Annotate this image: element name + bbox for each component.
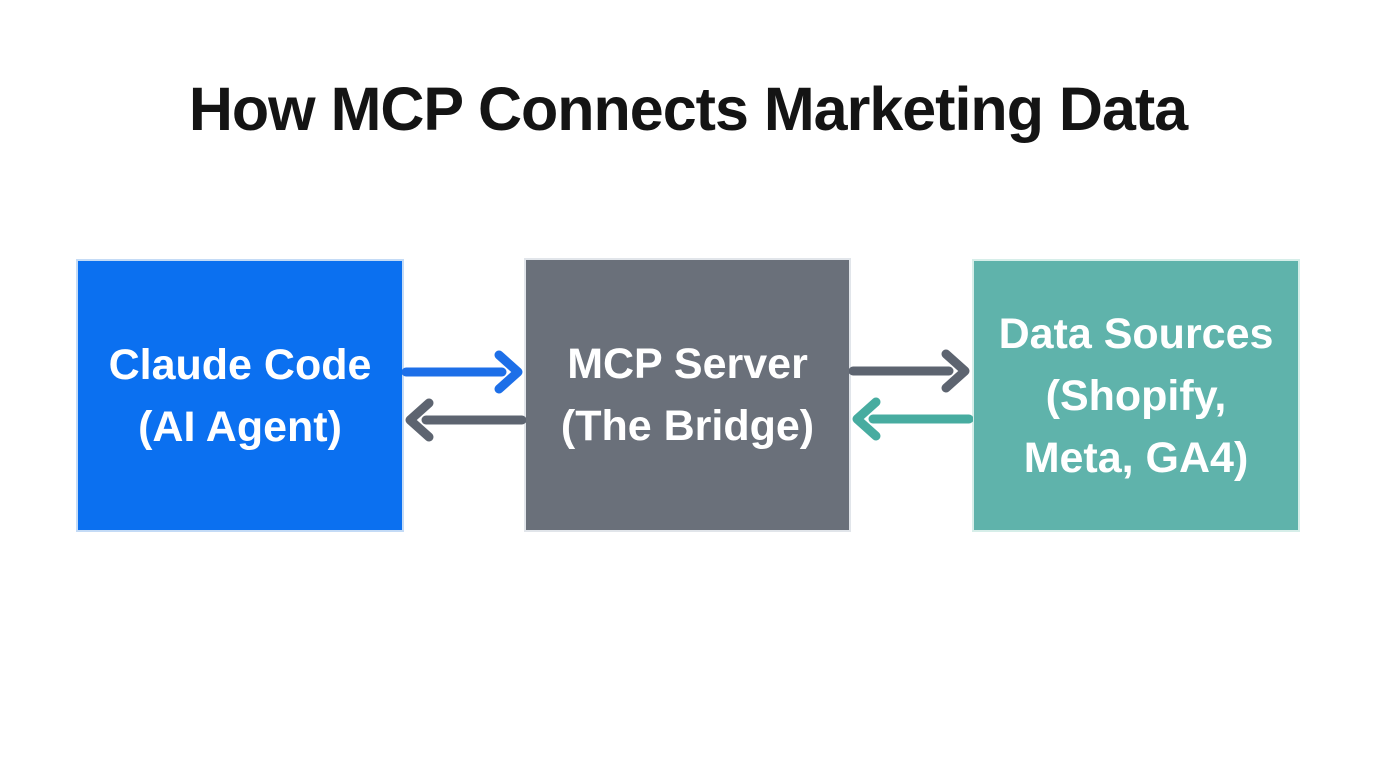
arrow-sources-to-mcp-icon [852, 397, 973, 441]
node-label-line: MCP Server [567, 340, 808, 388]
arrow-mcp-to-claude-icon [405, 398, 526, 442]
node-label-line: (The Bridge) [560, 402, 815, 450]
node-mcp-server: MCP Server (The Bridge) [526, 260, 849, 530]
node-label-line: Meta, GA4) [1023, 433, 1249, 482]
arrow-claude-to-mcp-icon [402, 350, 523, 394]
node-label-line: (AI Agent) [138, 402, 342, 451]
diagram-title: How MCP Connects Marketing Data [188, 75, 1188, 143]
node-data-sources: Data Sources (Shopify, Meta, GA4) [974, 261, 1298, 530]
node-claude-code: Claude Code (AI Agent) [78, 261, 402, 530]
arrow-mcp-to-sources-icon [849, 349, 970, 393]
node-label-line: Claude Code [108, 340, 372, 389]
node-label-line: (Shopify, [1045, 371, 1227, 420]
node-label-line: Data Sources [998, 309, 1274, 358]
